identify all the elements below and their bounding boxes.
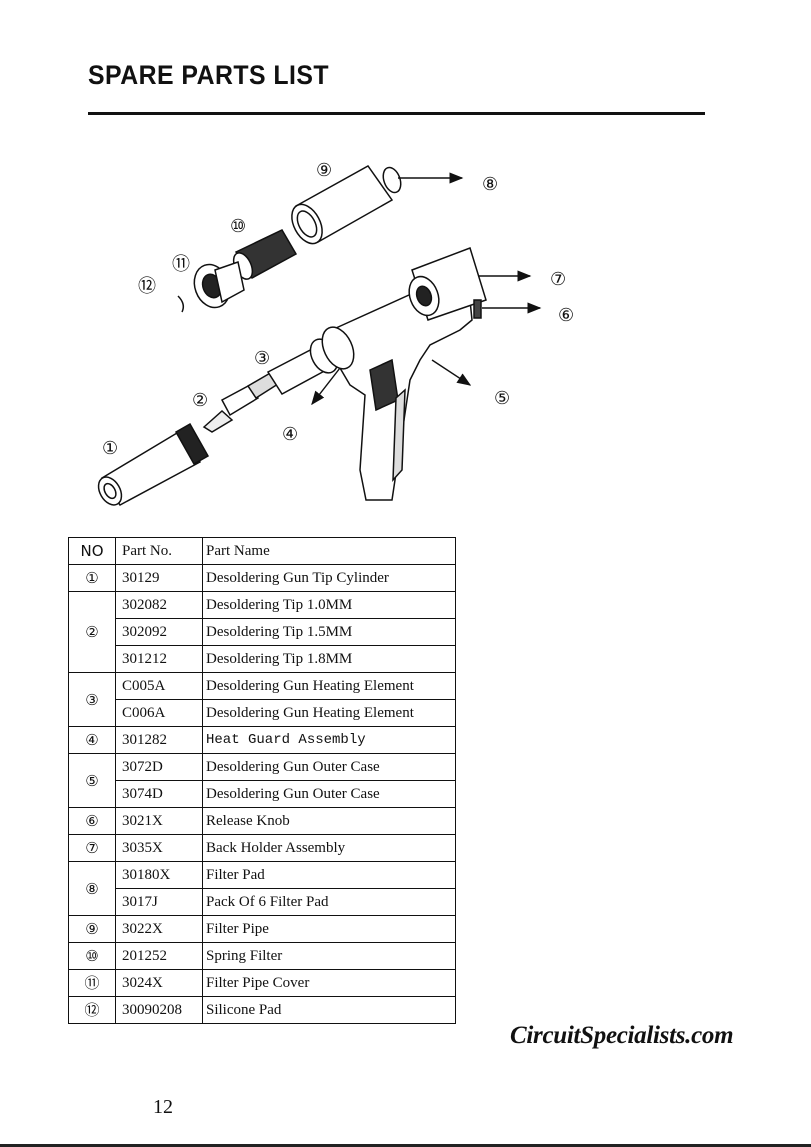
item-number: ③: [68, 672, 116, 727]
desoldering-tip-part: [202, 370, 279, 433]
callout-3: ③: [254, 348, 270, 369]
part-number: 301212: [115, 645, 203, 673]
part-name: Silicone Pad: [202, 996, 456, 1024]
header-part-no: Part No.: [115, 537, 203, 565]
item-number: ②: [68, 591, 116, 673]
part-name: Desoldering Tip 1.0MM: [202, 591, 456, 619]
callout-8: ⑧: [482, 174, 498, 195]
header-no: NO: [68, 537, 116, 565]
part-name: Release Knob: [202, 807, 456, 835]
part-name: Desoldering Gun Tip Cylinder: [202, 564, 456, 592]
part-number: 3017J: [115, 888, 203, 916]
part-number: 3021X: [115, 807, 203, 835]
callout-12: ⑫: [138, 276, 156, 297]
part-name: Filter Pad: [202, 861, 456, 889]
callout-2: ②: [192, 390, 208, 411]
part-number: 3035X: [115, 834, 203, 862]
part-name: Spring Filter: [202, 942, 456, 970]
part-name: Heat Guard Assembly: [202, 726, 456, 754]
item-number: ⑧: [68, 861, 116, 916]
item-number: ⑦: [68, 834, 116, 862]
callout-10: ⑩: [230, 216, 246, 237]
table-row: ⑧ 30180X Filter Pad: [68, 861, 456, 916]
table-row: ③ C005A Desoldering Gun Heating Element: [68, 672, 456, 727]
part-name: Filter Pipe: [202, 915, 456, 943]
item-number: ⑨: [68, 915, 116, 943]
part-number: 30129: [115, 564, 203, 592]
exploded-parts-diagram: ① ② ③ ④ ⑤ ⑥ ⑦ ⑧ ⑨ ⑩ ⑪ ⑫: [97, 160, 574, 506]
part-number: 301282: [115, 726, 203, 754]
page-number: 12: [153, 1096, 173, 1118]
part-name: Desoldering Gun Outer Case: [202, 753, 456, 781]
filter-pipe-part: [291, 165, 402, 245]
brand-website: CircuitSpecialists.com: [510, 1022, 734, 1049]
table-row: ⑫ 30090208 Silicone Pad: [68, 996, 456, 1024]
part-name: Desoldering Tip 1.8MM: [202, 645, 456, 673]
table-row: ① 30129 Desoldering Gun Tip Cylinder: [68, 564, 456, 592]
table-row: 301212 Desoldering Tip 1.8MM: [69, 645, 456, 673]
part-number: C006A: [115, 699, 203, 727]
part-name: Back Holder Assembly: [202, 834, 456, 862]
part-number: 201252: [115, 942, 203, 970]
part-number: 3022X: [115, 915, 203, 943]
table-row: ④ 301282 Heat Guard Assembly: [68, 726, 456, 754]
table-row: ⑨ 3022X Filter Pipe: [68, 915, 456, 943]
table-row: 3017J Pack Of 6 Filter Pad: [69, 888, 456, 916]
table-row: ⑥ 3021X Release Knob: [68, 807, 456, 835]
callout-4: ④: [282, 424, 298, 445]
table-row: ② 302082 Desoldering Tip 1.0MM: [68, 591, 456, 673]
item-number: ⑤: [68, 753, 116, 808]
table-header-row: NO Part No. Part Name: [68, 537, 456, 565]
table-row: 3074D Desoldering Gun Outer Case: [69, 780, 456, 808]
callout-1: ①: [102, 438, 118, 459]
table-row: C006A Desoldering Gun Heating Element: [69, 699, 456, 727]
gun-body-part: [321, 247, 487, 501]
table-row: ⑦ 3035X Back Holder Assembly: [68, 834, 456, 862]
table-row: 302092 Desoldering Tip 1.5MM: [69, 618, 456, 646]
part-name: Desoldering Gun Heating Element: [202, 699, 456, 727]
item-number: ①: [68, 564, 116, 592]
part-number: 3072D: [115, 753, 203, 781]
table-row: ⑤ 3072D Desoldering Gun Outer Case: [68, 753, 456, 808]
callout-11: ⑪: [172, 254, 190, 275]
part-name: Pack Of 6 Filter Pad: [202, 888, 456, 916]
pipe-cover-part: [193, 261, 245, 309]
silicone-pad-part: [177, 295, 185, 313]
tip-cylinder-part: [97, 422, 210, 506]
callout-7: ⑦: [550, 269, 566, 290]
item-number: ④: [68, 726, 116, 754]
spare-parts-table: NO Part No. Part Name ① 30129 Desolderin…: [68, 537, 456, 1024]
item-number: ⑪: [68, 969, 116, 997]
table-row: ⑩ 201252 Spring Filter: [68, 942, 456, 970]
page-title: SPARE PARTS LIST: [88, 60, 330, 90]
table-row: ⑪ 3024X Filter Pipe Cover: [68, 969, 456, 997]
part-number: 302092: [115, 618, 203, 646]
callout-6: ⑥: [558, 305, 574, 326]
part-number: 30090208: [115, 996, 203, 1024]
page-edge: [0, 1144, 811, 1147]
part-number: 3074D: [115, 780, 203, 808]
part-number: 302082: [115, 591, 203, 619]
item-number: ⑩: [68, 942, 116, 970]
part-name: Desoldering Gun Outer Case: [202, 780, 456, 808]
part-name: Desoldering Gun Heating Element: [202, 672, 456, 700]
header-part-name: Part Name: [202, 537, 456, 565]
item-number: ⑥: [68, 807, 116, 835]
title-rule: [88, 112, 705, 115]
callout-5: ⑤: [494, 388, 510, 409]
part-number: 3024X: [115, 969, 203, 997]
part-name: Desoldering Tip 1.5MM: [202, 618, 456, 646]
callout-9: ⑨: [316, 160, 332, 181]
part-name: Filter Pipe Cover: [202, 969, 456, 997]
part-number: C005A: [115, 672, 203, 700]
part-number: 30180X: [115, 861, 203, 889]
item-number: ⑫: [68, 996, 116, 1024]
